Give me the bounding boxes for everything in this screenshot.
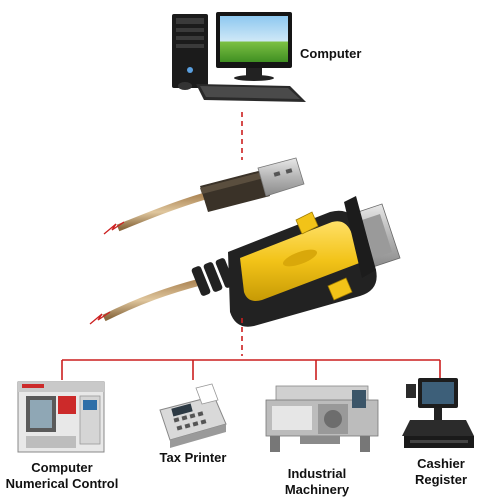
label-industrial-machinery: Industrial Machinery (284, 466, 350, 497)
label-cashier-register: Cashier Register (414, 456, 468, 487)
cnc-machine-icon (17, 381, 105, 453)
tax-printer-icon (159, 383, 227, 448)
usb-to-serial-adapter-icon (89, 157, 401, 327)
label-cnc: Computer Numerical Control (5, 460, 119, 491)
connector-tree (61, 359, 441, 380)
label-computer: Computer (300, 46, 362, 61)
desktop-computer-icon (172, 12, 306, 102)
cash-register-icon (402, 378, 474, 448)
industrial-machinery-icon (265, 385, 379, 452)
label-tax-printer: Tax Printer (159, 450, 227, 465)
